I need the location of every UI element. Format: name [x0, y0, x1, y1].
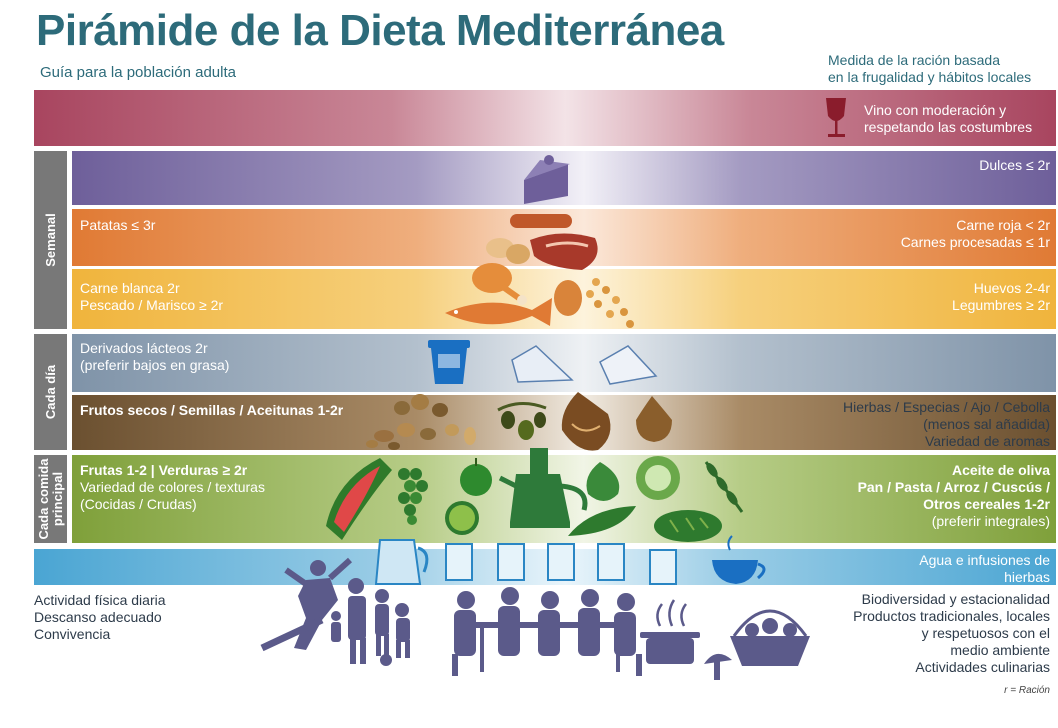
cereals-label-line: (preferir integrales)	[931, 513, 1050, 529]
white-meat-label: Carne blanca 2r	[80, 280, 180, 296]
group-label-daily: Cada día	[34, 334, 67, 450]
cheese-icon	[511, 345, 658, 385]
lemon-slice-icon	[445, 501, 479, 535]
oil-cereals-label: Aceite de oliva Pan / Pasta / Arroz / Cu…	[858, 462, 1050, 530]
yogurt-icon	[428, 340, 470, 384]
lifestyle-item: y respetuosos con el	[921, 625, 1050, 641]
garlic-icon	[636, 396, 672, 442]
processed-meat-label: Carnes procesadas ≤ 1r	[900, 234, 1050, 250]
lifestyle-item: Actividad física diaria	[34, 592, 166, 608]
exercising-people-icon	[260, 557, 410, 666]
fruits-vegetables-label: Frutas 1-2 | Verduras ≥ 2r	[80, 462, 248, 478]
water-glass-icon	[597, 543, 625, 581]
chicken-leg-icon	[472, 263, 527, 305]
water-glass-icon	[547, 543, 575, 581]
steak-icon	[530, 233, 598, 270]
sausage-icon	[510, 214, 572, 228]
lifestyle-right: Biodiversidad y estacionalidad Productos…	[853, 591, 1050, 676]
dairy-label-line: (preferir bajos en grasa)	[80, 357, 230, 373]
herbs-label-line: Variedad de aromas	[924, 433, 1050, 449]
group-label-weekly: Semanal	[34, 151, 67, 329]
page-subtitle: Guía para la población adulta	[40, 64, 236, 81]
water-jug-icon	[374, 539, 429, 585]
water-label-line: Agua e infusiones de	[919, 552, 1050, 568]
fish-icon	[445, 298, 552, 326]
egg-icon	[554, 280, 582, 316]
white-meat-fish-label: Carne blanca 2r Pescado / Marisco ≥ 2r	[80, 280, 223, 314]
potatoes-icon	[486, 238, 530, 264]
grapes-icon	[398, 468, 428, 525]
watermelon-icon	[326, 458, 392, 540]
oil-label: Aceite de oliva	[951, 462, 1050, 478]
olives-icon	[497, 402, 547, 440]
dairy-label: Derivados lácteos 2r (preferir bajos en …	[80, 340, 229, 374]
family-table-icon	[452, 587, 642, 676]
lifestyle-item: medio ambiente	[950, 642, 1050, 658]
apple-icon	[460, 458, 492, 496]
herbs-label-line: Hierbas / Especias / Ajo / Cebolla	[843, 399, 1050, 415]
fruits-label: Frutas 1-2 | Verduras ≥ 2r Variedad de c…	[80, 462, 265, 513]
wine-label: Vino con moderación y respetando las cos…	[864, 102, 1032, 136]
herbs-label-line: (menos sal añadida)	[923, 416, 1050, 432]
lifestyle-item: Actividades culinarias	[915, 659, 1050, 675]
water-glass-icon	[497, 543, 525, 581]
cake-icon	[524, 155, 570, 204]
red-meat-label: Carne roja < 2r	[956, 217, 1050, 233]
serving-note-line: Medida de la ración basada	[828, 52, 1001, 68]
herbs-label: Hierbas / Especias / Ajo / Cebolla (meno…	[843, 399, 1050, 450]
lettuce-icon	[636, 456, 680, 500]
onion-icon	[561, 392, 611, 451]
eggs-legumes-label: Huevos 2-4r Legumbres ≥ 2r	[952, 280, 1050, 314]
water-band	[34, 549, 1056, 585]
footnote: r = Ración	[1004, 685, 1050, 696]
lifestyle-item: Biodiversidad y estacionalidad	[861, 591, 1050, 607]
cereals-label-line: Otros cereales 1-2r	[923, 496, 1050, 512]
olive-oil-jug-icon	[498, 448, 588, 528]
wheat-icon	[704, 461, 744, 513]
nuts-label: Frutos secos / Semillas / Aceitunas 1-2r	[80, 402, 344, 418]
variety-label-line: Variedad de colores / texturas	[80, 479, 265, 495]
water-glass-icon	[445, 543, 473, 581]
legumes-label: Legumbres ≥ 2r	[952, 297, 1050, 313]
potatoes-label: Patatas ≤ 3r	[80, 217, 156, 233]
lifestyle-item: Convivencia	[34, 626, 111, 642]
meat-label: Carne roja < 2r Carnes procesadas ≤ 1r	[901, 217, 1050, 251]
dairy-label-line: Derivados lácteos 2r	[80, 340, 208, 356]
wine-label-line: respetando las costumbres	[864, 119, 1033, 135]
water-label-line: hierbas	[1004, 569, 1050, 585]
cooking-pot-icon	[640, 599, 700, 664]
variety-label-line: (Cocidas / Crudas)	[80, 496, 197, 512]
lifestyle-left: Actividad física diaria Descanso adecuad…	[34, 592, 166, 643]
tea-cup-icon	[712, 535, 766, 584]
legumes-icon	[586, 278, 634, 328]
mushroom-icon	[704, 653, 732, 680]
lifestyle-item: Productos tradicionales, locales	[853, 608, 1050, 624]
sweets-label: Dulces ≤ 2r	[979, 157, 1050, 173]
serving-note: Medida de la ración basada en la frugali…	[828, 52, 1052, 86]
bread-icon	[654, 510, 722, 542]
wine-label-line: Vino con moderación y	[864, 102, 1007, 118]
water-glass-icon	[649, 549, 677, 585]
lifestyle-item: Descanso adecuado	[34, 609, 162, 625]
nuts-icon	[366, 394, 476, 450]
dairy-band	[72, 334, 1056, 392]
serving-note-line: en la frugalidad y hábitos locales	[828, 69, 1032, 85]
cereals-label-line: Pan / Pasta / Arroz / Cuscús /	[857, 479, 1050, 495]
eggs-label: Huevos 2-4r	[973, 280, 1050, 296]
page-title: Pirámide de la Dieta Mediterránea	[36, 6, 724, 55]
fish-label: Pescado / Marisco ≥ 2r	[80, 297, 224, 313]
wine-glass-icon	[826, 98, 846, 137]
greens-icon	[568, 506, 636, 536]
basket-icon	[730, 609, 810, 666]
wine-band	[34, 90, 1056, 146]
water-label: Agua e infusiones de hierbas	[919, 552, 1050, 586]
artichoke-icon	[586, 462, 620, 501]
